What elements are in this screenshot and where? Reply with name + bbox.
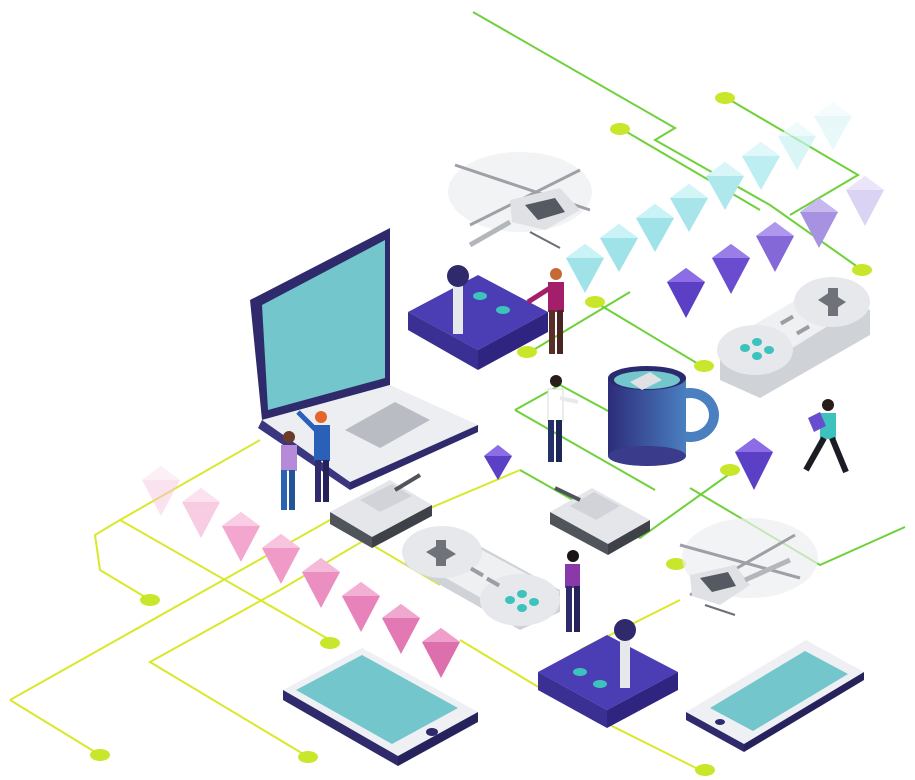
mug-icon [608,366,719,466]
gem-icon [182,488,220,538]
gem-icon [600,224,638,272]
gem-icon [846,176,884,226]
gem-icon [735,438,773,490]
person-icon [547,375,579,462]
tank-icon [550,486,650,555]
tank-icon [330,473,432,548]
gem-row-violet [484,176,884,490]
gem-icon [778,122,816,170]
gem-icon [742,142,780,190]
person-icon [803,399,849,474]
smartphone-icon [686,640,864,752]
gem-icon [800,198,838,248]
gem-icon [262,534,300,584]
joystick-icon [538,619,678,728]
gem-icon [712,244,750,294]
gem-icon [566,244,604,293]
gem-icon [670,184,708,232]
gem-icon [756,222,794,272]
laptop-icon [250,228,478,490]
gem-icon [222,512,260,562]
circuit-nodes [90,92,872,776]
gem-icon [382,604,420,654]
helicopter-icon [679,518,818,616]
gem-row-pink [142,466,460,678]
gamepad-icon [402,526,560,630]
gem-icon [667,268,705,318]
gem-row-cyan [566,102,852,293]
person-icon [281,431,297,510]
gem-icon [484,445,512,480]
gem-icon [636,204,674,252]
person-icon [296,410,330,502]
gem-icon [342,582,380,632]
gem-icon [142,466,180,516]
tablet-icon [283,648,478,766]
gem-icon [814,102,852,150]
gem-icon [302,558,340,608]
joystick-icon [408,265,548,370]
helicopter-icon [448,152,592,249]
person-icon [526,268,564,354]
gem-icon [706,162,744,210]
gem-icon [422,628,460,678]
person-icon [565,550,580,632]
gamepad-icon [717,277,870,398]
